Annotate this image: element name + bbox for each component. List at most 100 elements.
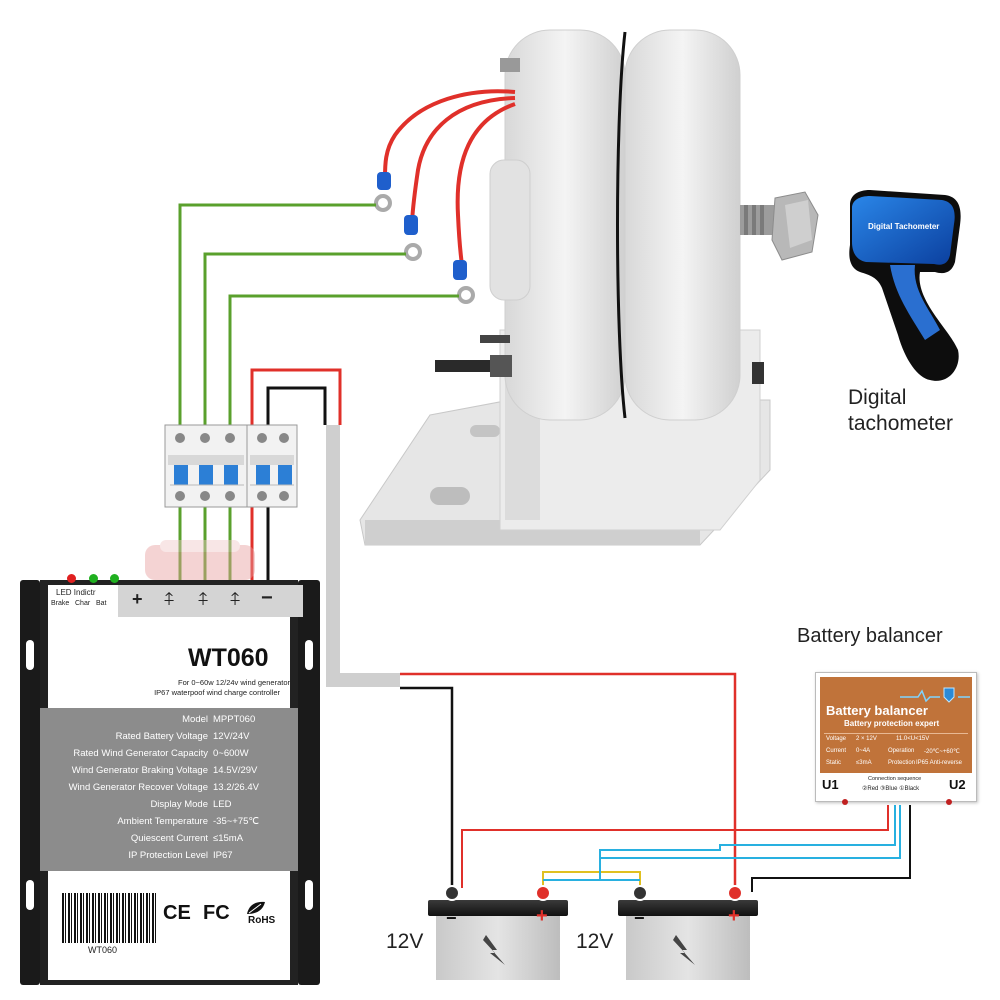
generator-phase-leads bbox=[383, 89, 516, 266]
tachometer-device-label: Digital Tachometer bbox=[868, 222, 940, 231]
balancer-cell: Operation bbox=[888, 748, 915, 754]
controller-right-rail bbox=[298, 580, 320, 985]
spec-label: Quiescent Current bbox=[130, 833, 208, 844]
spec-value: MPPT060 bbox=[213, 714, 256, 725]
spec-value: 0~600W bbox=[213, 748, 249, 759]
ring-terminals bbox=[374, 172, 475, 304]
balancer-sequence: ②Red ③Blue ①Black bbox=[862, 786, 920, 792]
balancer-cell: 2 × 12V bbox=[856, 736, 877, 742]
mounting-slot bbox=[305, 880, 313, 910]
battery-1-minus: − bbox=[446, 908, 457, 928]
controller-left-rail bbox=[20, 580, 40, 985]
balancer-cell: 0~4A bbox=[856, 748, 871, 754]
spec-label: Model bbox=[182, 714, 208, 725]
led-charge bbox=[89, 574, 98, 583]
balancer-wires bbox=[461, 805, 911, 892]
balancer-cell: Protection bbox=[888, 760, 916, 766]
led-label-bat: Bat bbox=[96, 600, 107, 607]
balancer-cell: 11.0<U<15V bbox=[896, 736, 930, 742]
balancer-cell: -20℃~+60℃ bbox=[924, 749, 960, 755]
spec-row: Model MPPT060 bbox=[20, 714, 298, 732]
barcode bbox=[62, 893, 157, 943]
terminal-strip: + ⍏ ⍏ ⍏ − bbox=[118, 585, 303, 617]
terminal-positive: + bbox=[132, 589, 143, 609]
spec-label: Wind Generator Recover Voltage bbox=[68, 782, 208, 793]
mounting-slot bbox=[305, 640, 313, 670]
tachometer-caption-line2: tachometer bbox=[848, 412, 954, 435]
spec-row: Wind Generator Recover Voltage 13.2/26.4V bbox=[20, 782, 298, 800]
spec-value: 14.5V/29V bbox=[213, 765, 258, 776]
terminal-wind-3: ⍏ bbox=[230, 589, 241, 609]
balancer-pin bbox=[842, 799, 848, 805]
spec-label: Ambient Temperature bbox=[117, 816, 208, 827]
controller-cable-glands bbox=[145, 540, 255, 580]
phase-wires-green bbox=[178, 203, 459, 585]
wind-charge-controller: LED Indictr Brake Char Bat + ⍏ ⍏ ⍏ − WT0… bbox=[20, 574, 320, 985]
controller-subtitle-line2: IP67 waterpoof wind charge controller bbox=[154, 688, 280, 697]
dc-wires bbox=[250, 368, 342, 585]
balancer-cell: ≤3mA bbox=[856, 760, 872, 766]
balancer-terminal-u2: U2 bbox=[949, 777, 966, 792]
balancer-panel: Battery balancer Battery protection expe… bbox=[820, 677, 972, 773]
battery-balancer: Battery balancer Battery protection expe… bbox=[815, 672, 977, 805]
spec-label: Rated Wind Generator Capacity bbox=[73, 748, 208, 759]
controller-subtitle-line1: For 0~60w 12/24v wind generator bbox=[178, 678, 290, 687]
balancer-title: Battery balancer bbox=[826, 703, 928, 718]
spec-label: Wind Generator Braking Voltage bbox=[71, 765, 208, 776]
led-label-char: Char bbox=[75, 600, 91, 607]
balancer-sequence-title: Connection sequence bbox=[868, 776, 922, 782]
terminal-negative: − bbox=[261, 587, 273, 609]
terminal-wind-2: ⍏ bbox=[198, 589, 209, 609]
balancer-pin bbox=[946, 799, 952, 805]
pulse-line-icon bbox=[900, 687, 970, 703]
spec-value: 12V/24V bbox=[213, 731, 250, 742]
spec-row: Rated Battery Voltage 12V/24V bbox=[20, 731, 298, 749]
terminal-wind-1: ⍏ bbox=[164, 589, 175, 609]
battery-1-plus: + bbox=[536, 905, 548, 927]
spec-label: Display Mode bbox=[150, 799, 208, 810]
battery-2-voltage: 12V bbox=[576, 930, 614, 953]
balancer-subtitle: Battery protection expert bbox=[844, 719, 940, 728]
balancer-spec-table: Voltage 2 × 12V 11.0<U<15V Current 0~4A … bbox=[824, 733, 968, 770]
led-indicator-title: LED Indictr bbox=[56, 588, 96, 597]
spec-value: LED bbox=[213, 799, 232, 810]
led-battery bbox=[110, 574, 119, 583]
battery-2 bbox=[618, 885, 758, 980]
tachometer-caption-line1: Digital bbox=[848, 386, 907, 409]
led-brake bbox=[67, 574, 76, 583]
balancer-terminal-u1: U1 bbox=[822, 777, 839, 792]
spec-row: Ambient Temperature -35~+75℃ bbox=[20, 816, 298, 834]
spec-row: IP Protection Level IP67 bbox=[20, 850, 298, 868]
rohs-mark: RoHS bbox=[248, 915, 276, 926]
spec-value: -35~+75℃ bbox=[213, 816, 260, 827]
spec-row: Display Mode LED bbox=[20, 799, 298, 817]
balancer-cell: Voltage bbox=[826, 736, 847, 742]
digital-tachometer bbox=[849, 190, 961, 381]
mounting-slot bbox=[26, 640, 34, 670]
battery-2-minus: − bbox=[634, 908, 645, 928]
spec-label: IP Protection Level bbox=[128, 850, 208, 861]
battery-2-plus: + bbox=[728, 905, 740, 927]
battery-1-voltage: 12V bbox=[386, 930, 424, 953]
spec-row: Rated Wind Generator Capacity 0~600W bbox=[20, 748, 298, 766]
barcode-text: WT060 bbox=[88, 945, 118, 955]
spec-label: Rated Battery Voltage bbox=[115, 731, 208, 742]
generator bbox=[359, 29, 819, 546]
led-label-brake: Brake bbox=[51, 600, 70, 607]
spec-value: IP67 bbox=[213, 850, 233, 861]
controller-model-name: WT060 bbox=[188, 644, 269, 672]
controller-spec-band: Model MPPT060 Rated Battery Voltage 12V/24… bbox=[40, 708, 298, 871]
ce-mark: CE bbox=[163, 902, 191, 924]
mounting-slot bbox=[26, 880, 34, 910]
balancer-caption: Battery balancer bbox=[797, 625, 943, 647]
balancer-cell: Current bbox=[826, 748, 847, 754]
battery-1 bbox=[428, 885, 568, 980]
balancer-cell: IP65 Anti-reverse bbox=[916, 760, 963, 766]
spec-value: 13.2/26.4V bbox=[213, 782, 259, 793]
rohs-leaf-icon bbox=[245, 900, 267, 916]
fc-mark: FC bbox=[203, 902, 230, 924]
circuit-breakers bbox=[164, 424, 298, 508]
balancer-cell: Static bbox=[826, 760, 842, 766]
